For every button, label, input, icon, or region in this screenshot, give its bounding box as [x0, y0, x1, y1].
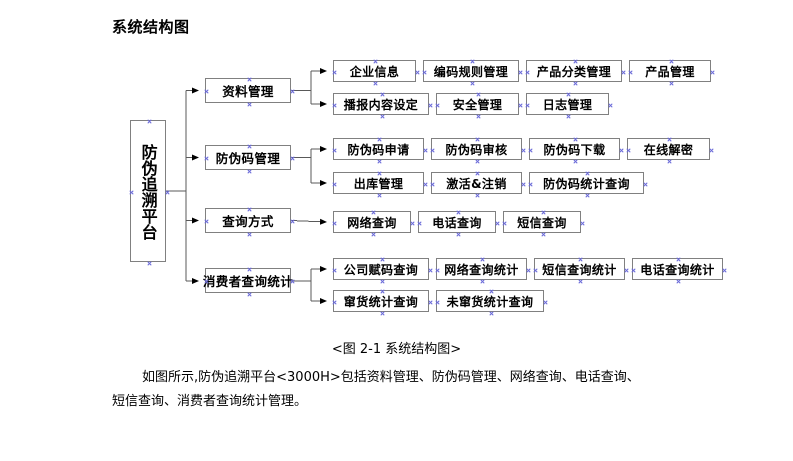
handle-left[interactable] [430, 148, 435, 153]
node-label: 激活&注销 [446, 176, 507, 191]
handle-left[interactable] [628, 70, 633, 75]
system-structure-diagram: 防伪追溯平台 资料管理防伪码管理查询方式消费者查询统计 企业信息 编码规则管理 产品分类… [0, 0, 793, 340]
node-label: 在线解密 [643, 142, 694, 157]
handle-top[interactable] [147, 119, 152, 124]
node-item-3-0-0[interactable]: 公司赋码查询 [333, 258, 429, 280]
node-item-0-0-1[interactable]: 编码规则管理 [423, 60, 519, 82]
node-label: 网络查询 [347, 215, 397, 230]
paragraph-line-1: 如图所示,防伪追溯平台<3000H>包括资料管理、防伪码管理、网络查询、电话查询… [142, 370, 640, 385]
node-label: 防伪追溯平台 [138, 144, 158, 240]
node-label: 安全管理 [452, 97, 503, 112]
node-label: 电话查询统计 [640, 262, 715, 277]
handle-left[interactable] [422, 70, 427, 75]
node-label: 查询方式 [222, 214, 274, 229]
node-label: 产品管理 [645, 64, 695, 79]
handle-left[interactable] [332, 103, 337, 108]
handle-left[interactable] [533, 268, 538, 273]
node-label: 短信查询统计 [542, 262, 617, 277]
node-label: 日志管理 [542, 97, 593, 112]
node-item-1-0-2[interactable]: 防伪码下载 [529, 138, 620, 160]
node-item-1-0-3[interactable]: 在线解密 [627, 138, 710, 160]
node-label: 防伪码审核 [445, 142, 508, 157]
node-label: 网络查询统计 [444, 262, 519, 277]
node-item-3-0-3[interactable]: 电话查询统计 [632, 258, 723, 280]
handle-left[interactable] [626, 148, 631, 153]
node-label: 出库管理 [353, 176, 404, 191]
node-item-1-1-1[interactable]: 激活&注销 [431, 172, 522, 194]
node-item-0-0-3[interactable]: 产品管理 [629, 60, 711, 82]
handle-left[interactable] [204, 156, 209, 161]
node-item-3-0-1[interactable]: 网络查询统计 [436, 258, 527, 280]
node-label: 产品分类管理 [536, 64, 612, 79]
node-category-0[interactable]: 资料管理 [205, 78, 291, 103]
handle-left[interactable] [435, 103, 440, 108]
node-item-3-0-2[interactable]: 短信查询统计 [534, 258, 625, 280]
node-label: 编码规则管理 [433, 64, 509, 79]
node-item-2-0-0[interactable]: 网络查询 [333, 211, 411, 233]
node-label: 播报内容设定 [343, 97, 419, 112]
node-category-3[interactable]: 消费者查询统计 [202, 268, 294, 293]
node-label: 资料管理 [222, 84, 274, 99]
handle-left[interactable] [204, 219, 209, 224]
node-label: 防伪码管理 [215, 151, 281, 166]
handle-left[interactable] [430, 182, 435, 187]
handle-left[interactable] [435, 300, 440, 305]
page-title: 系统结构图 [112, 18, 190, 36]
node-label: 电话查询 [432, 215, 482, 230]
node-label: 防伪码申请 [347, 142, 410, 157]
node-item-1-0-1[interactable]: 防伪码审核 [431, 138, 522, 160]
diagram-connectors [166, 68, 327, 304]
figure-caption: <图 2-1 系统结构图> [331, 342, 462, 357]
node-category-2[interactable]: 查询方式 [205, 208, 291, 233]
handle-left[interactable] [435, 268, 440, 273]
node-item-2-0-1[interactable]: 电话查询 [418, 211, 496, 233]
node-label: 短信查询 [517, 215, 567, 230]
handle-left[interactable] [332, 221, 337, 226]
node-root-platform[interactable]: 防伪追溯平台 [130, 120, 166, 262]
node-label: 未窜货统计查询 [446, 294, 534, 309]
node-item-0-0-2[interactable]: 产品分类管理 [526, 60, 622, 82]
handle-left[interactable] [502, 221, 507, 226]
handle-left[interactable] [332, 268, 337, 273]
node-item-0-1-1[interactable]: 安全管理 [436, 93, 519, 115]
body-paragraph: 如图所示,防伪追溯平台<3000H>包括资料管理、防伪码管理、网络查询、电话查询… [112, 366, 692, 414]
node-item-1-0-0[interactable]: 防伪码申请 [333, 138, 424, 160]
node-item-0-0-0[interactable]: 企业信息 [333, 60, 416, 82]
handle-left[interactable] [129, 190, 134, 195]
node-label: 消费者查询统计 [202, 274, 294, 289]
handle-left[interactable] [332, 70, 337, 75]
handle-left[interactable] [525, 103, 530, 108]
handle-left[interactable] [631, 268, 636, 273]
node-label: 窜货统计查询 [343, 294, 419, 309]
node-category-1[interactable]: 防伪码管理 [205, 145, 291, 170]
node-item-1-1-2[interactable]: 防伪码统计查询 [529, 172, 644, 194]
handle-left[interactable] [528, 182, 533, 187]
handle-left[interactable] [528, 148, 533, 153]
node-item-0-1-0[interactable]: 播报内容设定 [333, 93, 429, 115]
handle-left[interactable] [332, 300, 337, 305]
node-label: 公司赋码查询 [343, 262, 419, 277]
handle-left[interactable] [332, 182, 337, 187]
node-item-3-1-0[interactable]: 窜货统计查询 [333, 290, 429, 312]
node-item-2-0-2[interactable]: 短信查询 [503, 211, 581, 233]
handle-left[interactable] [332, 148, 337, 153]
node-item-1-1-0[interactable]: 出库管理 [333, 172, 424, 194]
node-item-3-1-1[interactable]: 未窜货统计查询 [436, 290, 544, 312]
paragraph-line-2: 短信查询、消费者查询统计管理。 [112, 394, 308, 409]
node-label: 防伪码下载 [543, 142, 606, 157]
node-label: 防伪码统计查询 [543, 176, 630, 191]
handle-left[interactable] [525, 70, 530, 75]
node-label: 企业信息 [349, 64, 400, 79]
handle-left[interactable] [204, 89, 209, 94]
handle-left[interactable] [417, 221, 422, 226]
node-item-0-1-2[interactable]: 日志管理 [526, 93, 609, 115]
